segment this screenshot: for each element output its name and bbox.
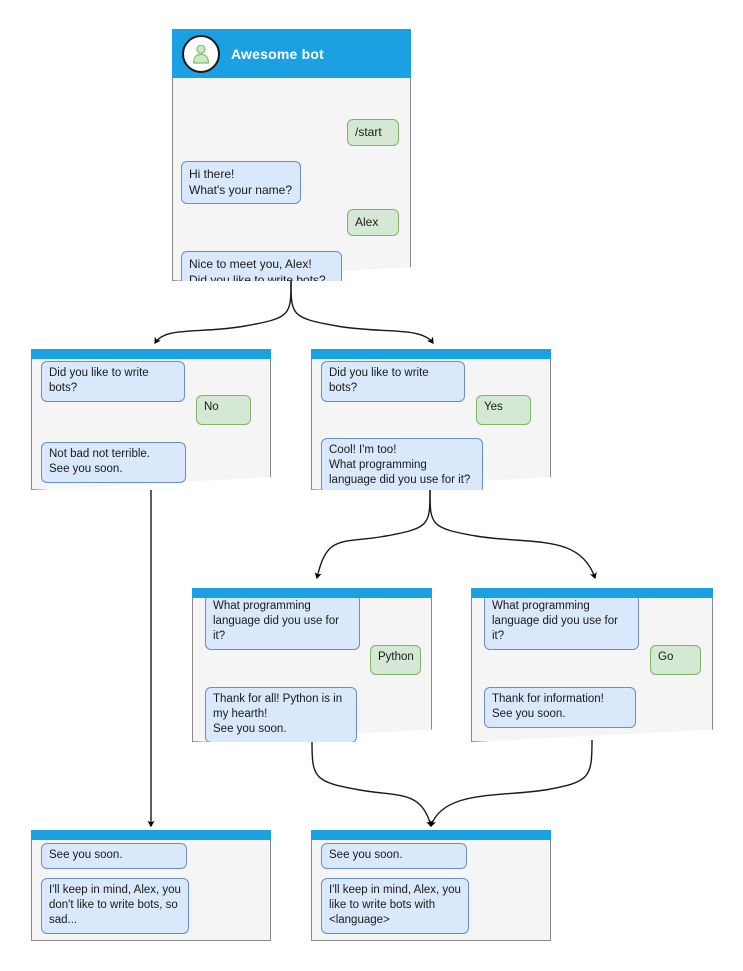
message-bubble-bot[interactable]: I'll keep in mind, Alex, you don't like … [41,878,189,934]
card-header [471,588,713,598]
end-no-card[interactable]: See you soon. I'll keep in mind, Alex, y… [31,830,271,941]
edge-go-to-end-yes [429,739,593,828]
message-bubble-bot[interactable]: Thank for information! See you soon. [484,687,636,728]
card-header [31,349,271,359]
end-yes-card[interactable]: See you soon. I'll keep in mind, Alex, y… [311,830,551,941]
bot-title: Awesome bot [231,45,324,62]
message-bubble-bot[interactable]: Nice to meet you, Alex! Did you like to … [181,251,342,281]
message-bubble-bot[interactable]: Cool! I'm too! What programming language… [321,438,483,490]
message-bubble-user[interactable]: /start [347,119,399,146]
person-avatar-icon [182,34,220,73]
card-body: Did you like to write bots? No Not bad n… [31,359,271,490]
message-bubble-user[interactable]: No [196,395,251,425]
card-header [311,349,551,359]
edge-yes-to-python [314,489,431,580]
message-bubble-user[interactable]: Go [650,645,701,675]
card-body: Did you like to write bots? Yes Cool! I'… [311,359,551,490]
edge-root-to-yes [290,280,434,344]
message-bubble-bot[interactable]: Did you like to write bots? [321,361,465,402]
message-bubble-user[interactable]: Python [370,645,421,675]
card-header [192,588,432,598]
card-body: See you soon. I'll keep in mind, Alex, y… [311,840,551,941]
message-bubble-bot[interactable]: Hi there! What's your name? [181,161,301,204]
message-bubble-bot[interactable]: I'll keep in mind, Alex, you like to wri… [321,878,469,934]
message-bubble-bot[interactable]: Not bad not terrible. See you soon. [41,442,186,483]
edge-python-to-end-yes [311,741,434,828]
card-body: What programming language did you use fo… [192,598,432,742]
message-bubble-user[interactable]: Yes [476,395,531,425]
message-bubble-bot[interactable]: See you soon. [321,843,467,869]
message-bubble-bot[interactable]: See you soon. [41,843,187,869]
card-body: /start Hi there! What's your name? Alex … [172,78,411,281]
card-header [311,830,551,840]
message-bubble-user[interactable]: Alex [347,209,399,236]
go-branch-card[interactable]: What programming language did you use fo… [471,588,713,742]
no-branch-card[interactable]: Did you like to write bots? No Not bad n… [31,349,271,490]
message-bubble-bot[interactable]: What programming language did you use fo… [484,598,639,650]
python-branch-card[interactable]: What programming language did you use fo… [192,588,432,742]
root-card[interactable]: Awesome bot /start Hi there! What's your… [172,29,411,281]
card-body: What programming language did you use fo… [471,598,713,742]
card-header [31,830,271,840]
card-body: See you soon. I'll keep in mind, Alex, y… [31,840,271,941]
yes-branch-card[interactable]: Did you like to write bots? Yes Cool! I'… [311,349,551,490]
message-bubble-bot[interactable]: Thank for all! Python is in my hearth! S… [205,687,357,742]
message-bubble-bot[interactable]: Did you like to write bots? [41,361,185,402]
edge-root-to-no [154,280,292,345]
card-header: Awesome bot [172,29,411,78]
message-bubble-bot[interactable]: What programming language did you use fo… [205,598,360,650]
edge-yes-to-go [429,489,597,580]
